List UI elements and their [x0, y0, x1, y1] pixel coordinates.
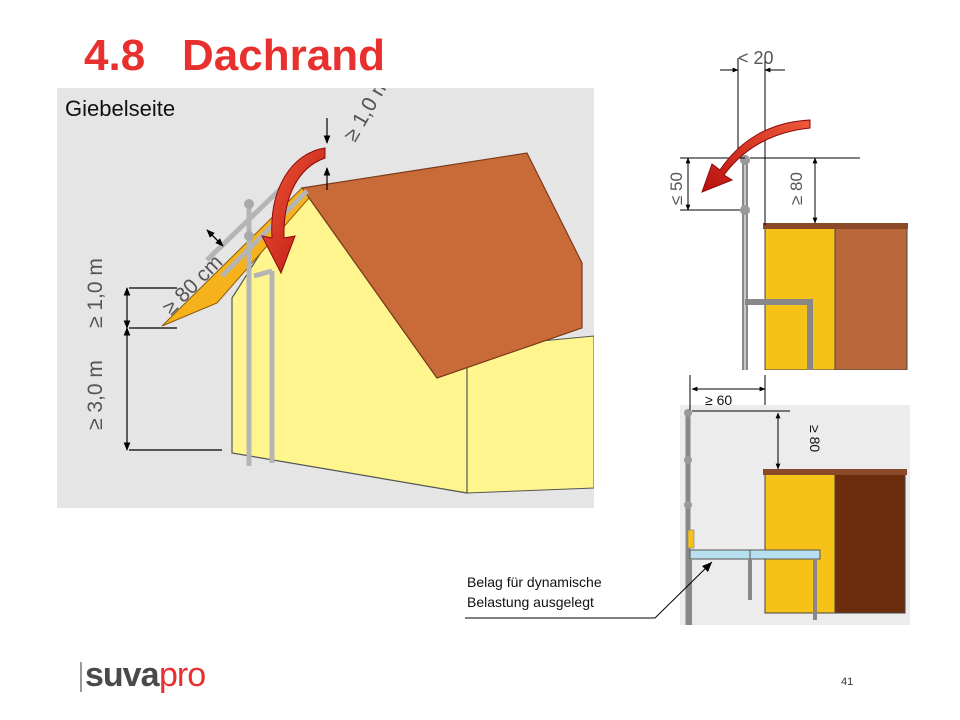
dim-le50-label: ≤ 50 — [667, 172, 686, 205]
dim-ge80-bottom-label: ≥ 80 — [807, 425, 823, 452]
detail-bottom-illustration: ≥ 60 ≥ 80 — [650, 375, 910, 625]
dim-rail-height-label: ≥ 1,0 m — [84, 258, 107, 328]
slide-title: 4.8 Dachrand — [84, 34, 385, 78]
title-number: 4.8 — [84, 31, 146, 80]
deck-caption: Belag für dynamische Belastung ausgelegt — [467, 572, 602, 612]
detail-top-illustration: < 20 ≤ 50 ≥ 80 — [650, 40, 910, 371]
caption-line-2: Belastung ausgelegt — [467, 594, 594, 610]
roof — [300, 152, 583, 379]
fall-arrow — [261, 147, 326, 275]
page-number: 41 — [841, 676, 854, 688]
dim-lt20-label: < 20 — [738, 48, 774, 68]
dim-ge60-label: ≥ 60 — [705, 392, 732, 408]
logo-bar — [80, 662, 82, 692]
logo-pro: pro — [159, 656, 206, 694]
logo-suva: suva — [85, 656, 159, 694]
dim-ge80-label: ≥ 80 — [787, 172, 806, 205]
gable-illustration: ≥ 1,0 m ≥ 80 cm ≥ 1,0 m ≥ 3,0 m — [57, 88, 594, 508]
subtitle: Giebelseite — [65, 96, 176, 121]
caption-line-1: Belag für dynamische — [467, 574, 602, 590]
title-text: Dachrand — [182, 31, 385, 80]
dim-fall-height-label: ≥ 3,0 m — [84, 360, 107, 430]
